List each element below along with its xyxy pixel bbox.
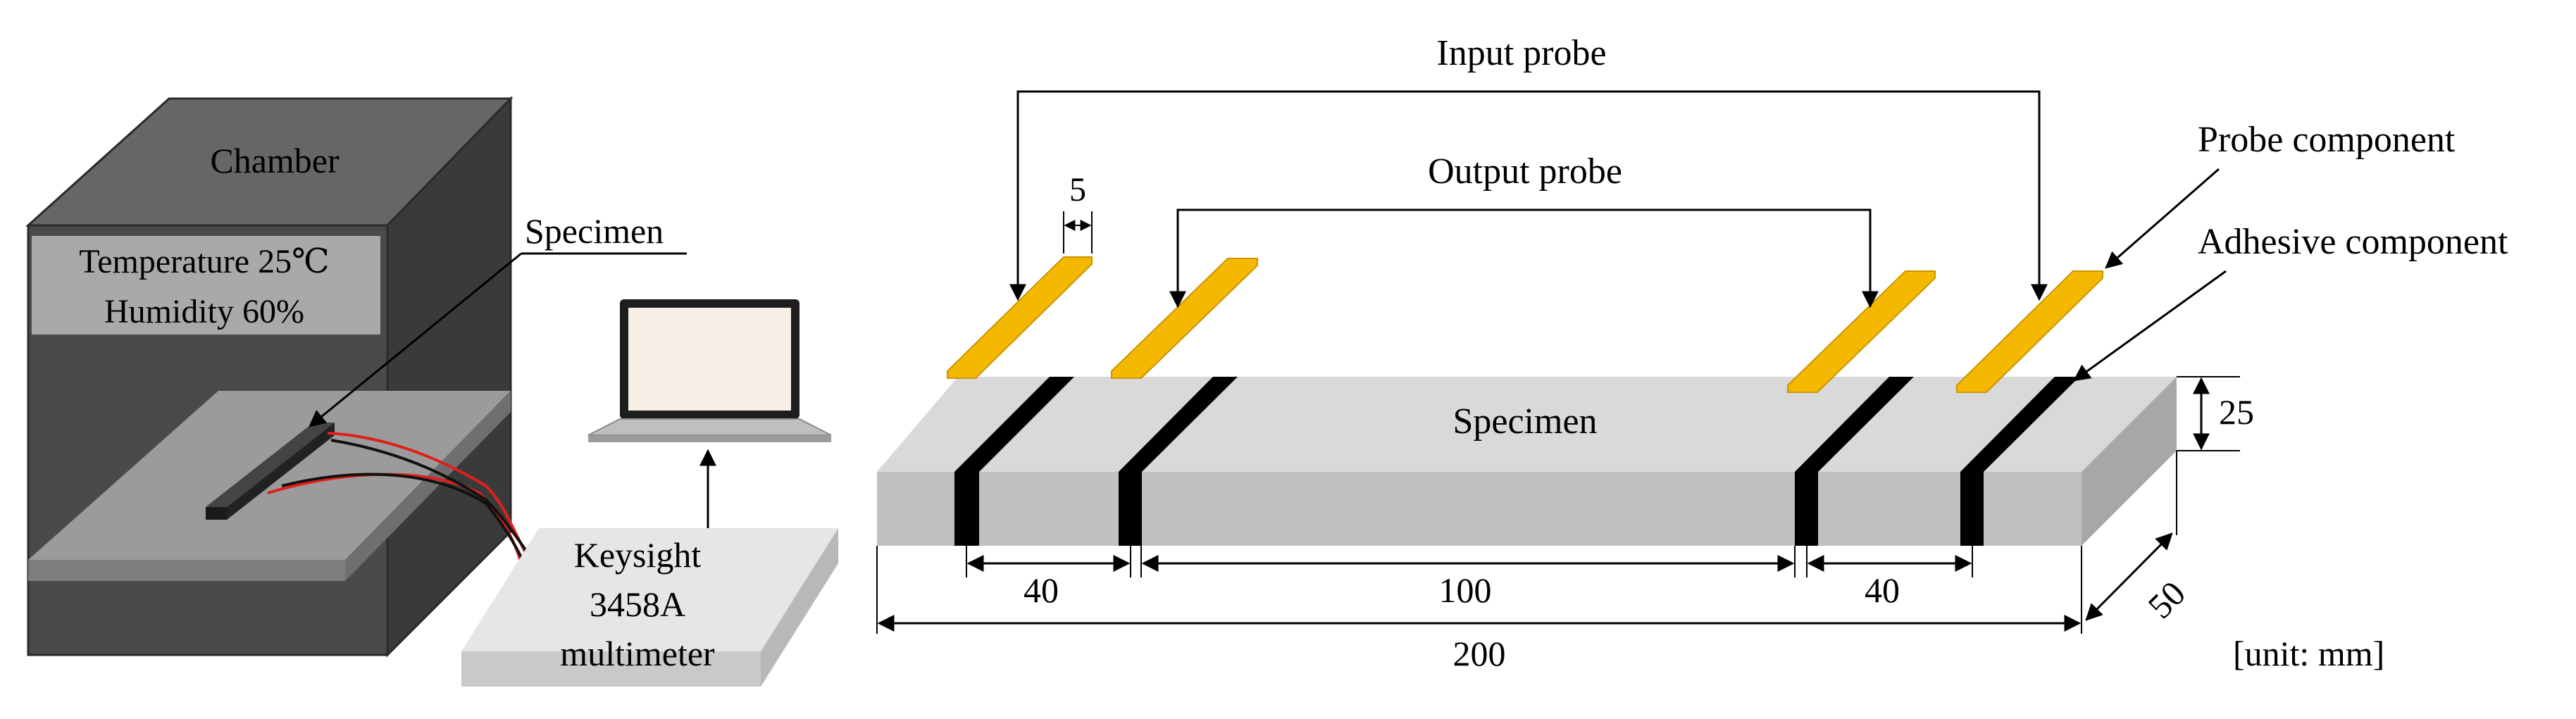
laptop-icon	[587, 299, 832, 442]
input-probe-label: Input probe	[1436, 33, 1606, 73]
specimen-side-face	[2082, 377, 2177, 546]
wire-black-2	[281, 473, 533, 582]
probe-3	[1787, 270, 1936, 393]
unit-note: [unit: mm]	[2233, 634, 2384, 673]
adhesive-strips	[954, 377, 2079, 546]
probe-width-value: 5	[1069, 171, 1086, 208]
chamber: Chamber Temperature 25℃ Humidity 60%	[25, 96, 544, 658]
dim-seg2-value: 100	[1439, 570, 1492, 610]
output-probe-label: Output probe	[1428, 151, 1622, 192]
chamber-title: Chamber	[210, 141, 340, 180]
chamber-specimen-front	[206, 507, 227, 520]
specimen-label: Specimen	[1452, 401, 1597, 442]
dim-total-value: 200	[1453, 634, 1506, 673]
chamber-shelf-side	[345, 391, 511, 581]
depth-value: 50	[2140, 573, 2193, 626]
adhesive-strip-1	[954, 377, 1074, 546]
output-probe-bracket: Output probe	[1169, 151, 1879, 308]
height-dimension: 25	[2177, 376, 2254, 451]
adhesive-strip-2	[1119, 377, 1238, 546]
chamber-specimen-label: Specimen	[525, 211, 664, 251]
adhesive-strip-4	[1960, 377, 2079, 546]
env-temperature: Temperature 25℃	[79, 243, 330, 280]
input-probe-bracket: Input probe	[1009, 33, 2048, 301]
height-value: 25	[2219, 392, 2254, 432]
specimen-callout-arrow	[309, 252, 522, 427]
chamber-specimen-top	[206, 423, 335, 507]
bottom-dimensions: 40 100 40 200	[876, 546, 2082, 673]
probe-components	[947, 256, 2103, 393]
specimen-front-face	[877, 472, 2082, 546]
dim-seg3-value: 40	[1865, 570, 1900, 610]
env-label-box	[32, 236, 380, 335]
multimeter-top	[461, 528, 838, 651]
dim-seg1-value: 40	[1023, 570, 1059, 610]
meter-label-line3: multimeter	[560, 634, 715, 673]
probe-component-arrow	[2105, 168, 2220, 269]
multimeter-front	[461, 651, 761, 687]
probe-1	[947, 256, 1093, 379]
chamber-specimen-side	[227, 423, 335, 520]
env-humidity: Humidity 60%	[104, 293, 304, 330]
adhesive-component-label: Adhesive component	[2198, 222, 2508, 262]
multimeter: Keysight 3458A multimeter	[461, 528, 838, 687]
adhesive-strip-3	[1795, 377, 1914, 546]
meter-label-line2: 3458A	[590, 584, 685, 624]
wire-black-1	[330, 439, 544, 575]
multimeter-side	[761, 528, 838, 687]
adhesive-component-arrow	[2073, 270, 2227, 382]
probe-component-label: Probe component	[2198, 120, 2456, 160]
meter-label-line1: Keysight	[574, 535, 702, 575]
probe-2	[1111, 258, 1258, 379]
probe-width-dimension: 5	[1063, 171, 1093, 254]
probe-4	[1956, 270, 2103, 393]
chamber-shelf-front	[28, 560, 345, 581]
